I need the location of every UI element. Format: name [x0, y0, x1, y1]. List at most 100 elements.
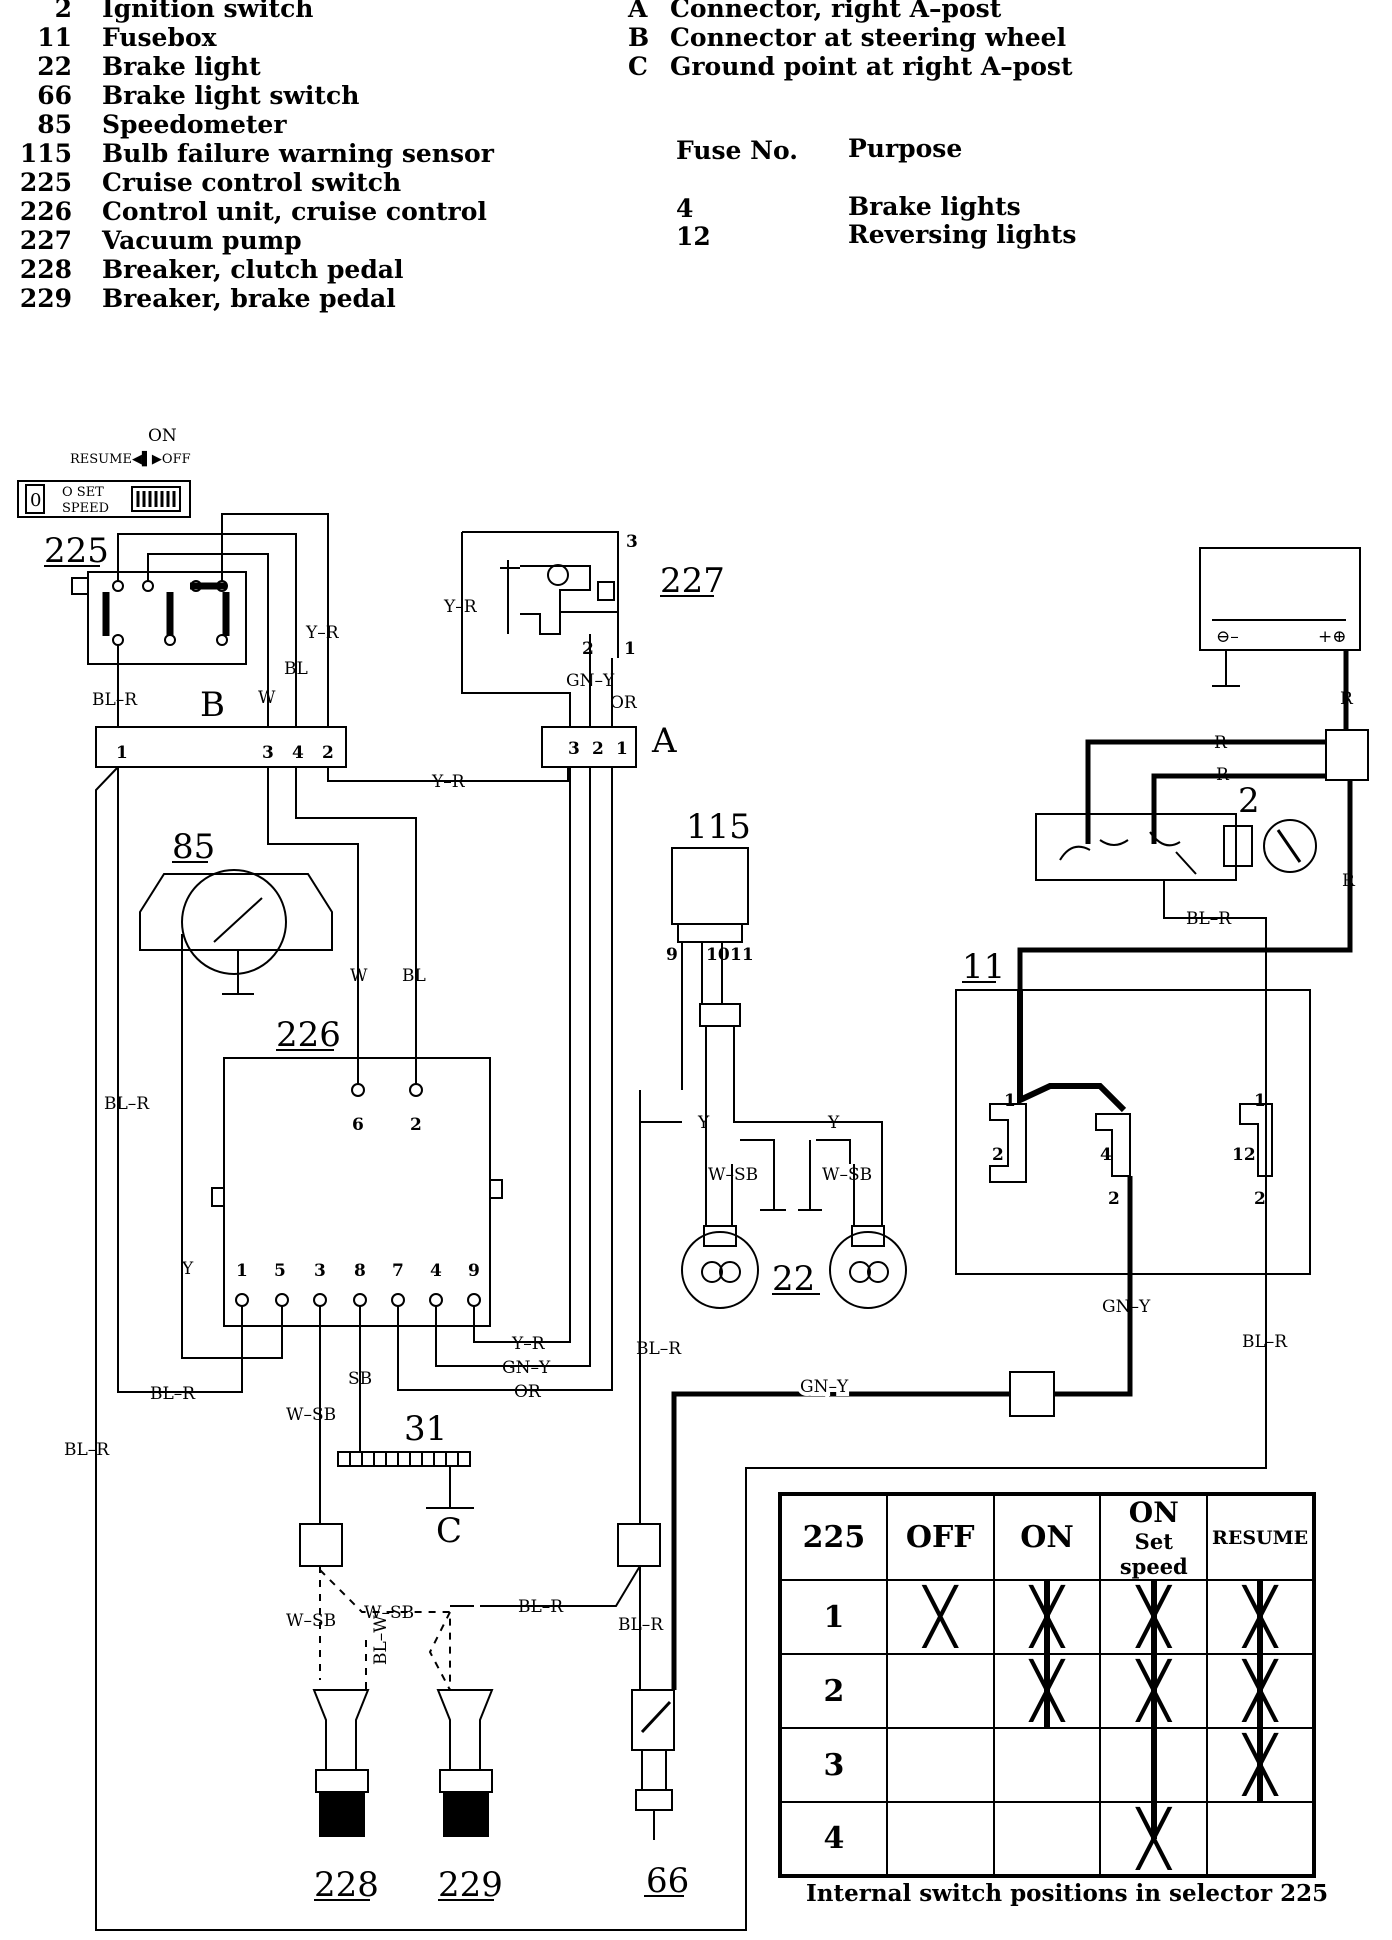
mark-cell: ╳ [992, 1653, 1102, 1729]
wire-label: BL–W [371, 1615, 391, 1665]
svg-text:3: 3 [626, 532, 638, 552]
switch-resume-off-label: RESUME◀▌▶OFF [70, 450, 191, 467]
table-row: 1 ╳ ╳ ╳ ╳ [779, 1579, 1315, 1655]
wire-label-bg: GN–Y [800, 1377, 849, 1397]
mark-cell [992, 1801, 1102, 1877]
mark-cell: ╳ [1206, 1579, 1315, 1655]
mark-cell [992, 1727, 1102, 1803]
label-2: 2 [1238, 781, 1260, 821]
switch-on-label: ON [148, 426, 177, 446]
x-mark-icon: ╳ [923, 1585, 957, 1648]
contact-bar [1150, 1729, 1157, 1801]
table-row: 3 ╳ [779, 1727, 1315, 1803]
svg-text:3: 3 [262, 743, 274, 763]
bulb-failure-sensor: 115 9 10 11 [639, 807, 883, 1164]
label-227: 227 [660, 561, 725, 601]
svg-text:11: 11 [730, 945, 754, 965]
svg-text:2: 2 [582, 639, 594, 659]
switch-table-caption: Internal switch positions in selector 22… [806, 1880, 1329, 1907]
label-226: 226 [276, 1015, 341, 1055]
fusebox: 11 1 2 4 2 1 12 2 [955, 947, 1311, 1275]
svg-text:9: 9 [468, 1261, 480, 1281]
wire-label: Y [827, 1113, 840, 1133]
svg-text:7: 7 [392, 1261, 404, 1281]
position-cell: 2 [779, 1653, 888, 1729]
wire-label: GN–Y [800, 1377, 849, 1397]
wire-label: W [350, 966, 368, 986]
mark-cell [885, 1801, 995, 1877]
cruise-control-switch: 225 [44, 531, 247, 665]
svg-text:1: 1 [236, 1261, 248, 1281]
wire-label: R [1214, 733, 1228, 753]
wire-label: OR [514, 1382, 542, 1402]
cruise-switch-panel: ON RESUME◀▌▶OFF 0 O SET SPEED [17, 426, 191, 518]
wire-label: R [1340, 689, 1354, 709]
svg-text:2: 2 [410, 1115, 422, 1135]
wire-label: W [258, 688, 276, 708]
wire-label: W–SB [286, 1405, 336, 1425]
svg-text:2: 2 [592, 739, 604, 759]
wire-label: BL–R [64, 1440, 110, 1460]
wire-label: BL–R [1242, 1332, 1288, 1352]
label-85: 85 [172, 827, 215, 867]
svg-text:1: 1 [1254, 1091, 1266, 1111]
column-header: ON [992, 1493, 1102, 1581]
mark-cell [1206, 1801, 1315, 1877]
cruise-control-unit: 226 6 2 1 5 3 8 7 4 9 [211, 1015, 503, 1327]
mark-cell: ╳ [885, 1579, 995, 1655]
svg-text:2: 2 [322, 743, 334, 763]
connector-a: 3 2 1 A [541, 721, 677, 768]
svg-text:4: 4 [1100, 1145, 1112, 1165]
wire-label: GN–Y [566, 671, 615, 691]
contact-bar [1043, 1655, 1050, 1727]
table-row: 2 ╳ ╳ ╳ [779, 1653, 1315, 1729]
svg-text:4: 4 [292, 743, 304, 763]
fuse-no: 4 [676, 194, 694, 223]
battery-minus-icon: ⊖– [1216, 627, 1239, 647]
mark-cell: ╳ [1099, 1653, 1209, 1729]
breaker-brake-pedal: 229 [436, 1689, 503, 1905]
svg-text:1: 1 [116, 743, 128, 763]
wire-label: OR [610, 693, 638, 713]
ground-point-31: 31 C [337, 1409, 474, 1551]
svg-text:2: 2 [992, 1145, 1004, 1165]
label-11: 11 [962, 947, 1005, 987]
purpose-header: Purpose [848, 134, 963, 163]
wire-label: W–SB [822, 1165, 872, 1185]
svg-text:1: 1 [1004, 1091, 1016, 1111]
contact-bar [1257, 1729, 1264, 1801]
wire-label: BL–R [1186, 909, 1232, 929]
column-header: RESUME [1206, 1493, 1315, 1581]
breaker-clutch-pedal: 228 [312, 1689, 379, 1905]
svg-text:9: 9 [666, 945, 678, 965]
label-115: 115 [686, 807, 751, 847]
mark-cell [1099, 1727, 1209, 1803]
label-a: A [651, 721, 677, 761]
wire-label: BL–R [150, 1384, 196, 1404]
mark-cell [885, 1727, 995, 1803]
wire-label: SB [348, 1369, 372, 1389]
wire-label: BL–R [92, 690, 138, 710]
position-cell: 1 [779, 1579, 888, 1655]
switch-set-label: O SET [62, 485, 104, 500]
svg-text:5: 5 [274, 1261, 286, 1281]
fuse-no-header: Fuse No. [676, 136, 798, 165]
wire-label: R [1216, 765, 1230, 785]
svg-text:4: 4 [430, 1261, 442, 1281]
wire-label: BL [402, 966, 426, 986]
svg-text:3: 3 [568, 739, 580, 759]
wire-label: Y [181, 1259, 194, 1279]
fuse-purpose: Brake lights [848, 192, 1021, 221]
mark-cell: ╳ [1099, 1579, 1209, 1655]
contact-bar [1257, 1581, 1264, 1653]
contact-bar [1150, 1655, 1157, 1727]
